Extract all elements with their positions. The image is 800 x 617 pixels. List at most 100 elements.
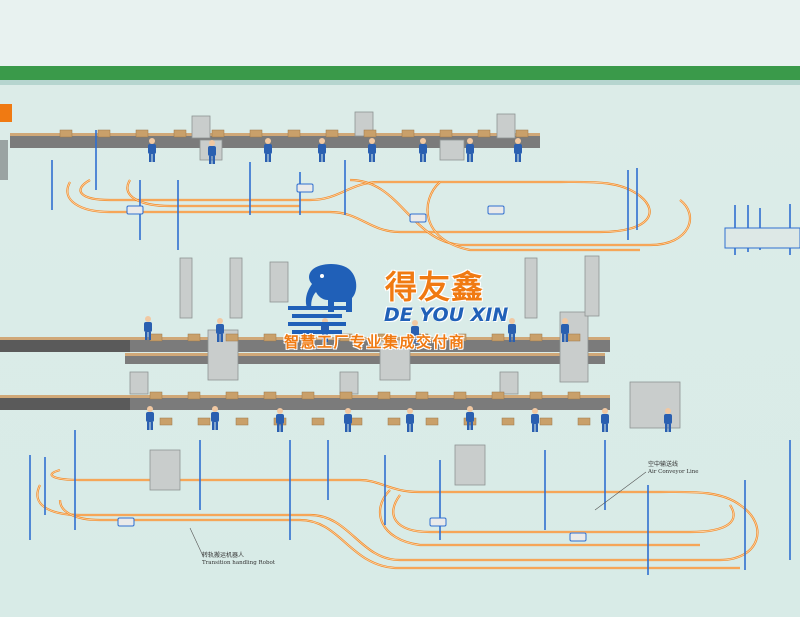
worker-leg-right-7 (518, 154, 521, 162)
cardboard-box-3-236 (235, 417, 249, 426)
cardboard-box-2-568 (567, 391, 581, 400)
cardboard-box-2-188 (187, 391, 201, 400)
conveyor-belt-3 (125, 356, 605, 364)
transition-robot-label-en: Transition handling Robot (202, 559, 275, 566)
cardboard-box-3-578 (577, 417, 591, 426)
machine-2 (496, 113, 516, 139)
worker-leg-left-14 (147, 422, 150, 430)
cardboard-box-1-150 (149, 333, 163, 342)
worker-leg-left-7 (515, 154, 518, 162)
worker-leg-right-15 (215, 422, 218, 430)
machine-10 (339, 371, 359, 395)
agv-cart-5 (429, 517, 447, 527)
cardboard-box-0-516 (515, 129, 529, 138)
worker-body-13 (561, 324, 569, 334)
conveyor-dark-left-1 (0, 340, 130, 352)
worker-leg-right-12 (512, 334, 515, 342)
cardboard-box-2-264 (263, 391, 277, 400)
worker-leg-left-0 (149, 154, 152, 162)
worker-head-8 (145, 316, 151, 322)
machine-11 (499, 371, 519, 395)
worker-leg-right-17 (348, 424, 351, 432)
leader-line-air (594, 471, 647, 511)
cardboard-box-3-426 (425, 417, 439, 426)
orange-rail-inner-0 (67, 179, 651, 233)
cardboard-box-2-302 (301, 391, 315, 400)
logo (288, 264, 357, 334)
cardboard-box-0-440 (439, 129, 453, 138)
worker-head-2 (265, 138, 271, 144)
orange-rail-outer-6 (378, 489, 700, 547)
worker-leg-right-14 (150, 422, 153, 430)
cardboard-box-0-174 (173, 129, 187, 138)
brand-name-cn: 得友鑫 (385, 268, 485, 306)
worker-body-18 (406, 414, 414, 424)
worker-head-18 (407, 408, 413, 414)
cardboard-box-1-340 (339, 333, 353, 342)
brand-tagline: 智慧工厂专业集成交付商 (284, 333, 466, 351)
worker-body-20 (531, 414, 539, 424)
worker-leg-right-2 (268, 154, 271, 162)
worker-leg-right-10 (325, 334, 328, 342)
worker-head-1 (209, 140, 215, 146)
cardboard-box-3-198 (197, 417, 211, 426)
cardboard-box-2-150 (149, 391, 163, 400)
worker-body-11 (411, 326, 419, 336)
worker-leg-right-6 (470, 154, 473, 162)
orange-rail-inner-2 (349, 179, 691, 246)
cardboard-box-0-326 (325, 129, 339, 138)
machine-14 (454, 444, 486, 486)
leader-line-robot (189, 527, 204, 557)
worker-leg-right-5 (423, 154, 426, 162)
cardboard-box-3-540 (539, 417, 553, 426)
worker-head-22 (665, 408, 671, 414)
worker-body-2 (264, 144, 272, 154)
worker-leg-right-16 (280, 424, 283, 432)
worker-body-19 (466, 412, 474, 422)
cardboard-box-1-264 (263, 333, 277, 342)
dynamic-layer (0, 104, 800, 575)
worker-leg-right-9 (220, 334, 223, 342)
logo-waves (288, 306, 346, 334)
worker-leg-left-3 (319, 154, 322, 162)
agv-cart-0 (126, 205, 144, 215)
worker-head-15 (212, 406, 218, 412)
cardboard-box-1-226 (225, 333, 239, 342)
worker-leg-right-20 (535, 424, 538, 432)
transition-robot-label-cn: 转轨搬运机器人 (202, 552, 245, 559)
cardboard-box-0-402 (401, 129, 415, 138)
transition-robot-label: 转轨搬运机器人 Transition handling Robot (202, 552, 292, 573)
orange-rail-inner-3 (427, 181, 640, 251)
air-conveyor-label: 空中输送线 Air Conveyor Line (648, 461, 738, 482)
worker-head-7 (515, 138, 521, 144)
cardboard-box-1-188 (187, 333, 201, 342)
orange-rail-inner-1 (127, 179, 300, 207)
cardboard-box-3-388 (387, 417, 401, 426)
worker-head-3 (319, 138, 325, 144)
worker-leg-right-21 (605, 424, 608, 432)
cardboard-box-1-492 (491, 333, 505, 342)
worker-body-15 (211, 412, 219, 422)
worker-leg-left-8 (145, 332, 148, 340)
worker-head-12 (509, 318, 515, 324)
machine-15 (584, 255, 600, 317)
rack-left (0, 140, 8, 180)
cardboard-box-0-212 (211, 129, 225, 138)
agv-cart-3 (487, 205, 505, 215)
worker-leg-right-19 (470, 422, 473, 430)
machine-9 (129, 371, 149, 395)
worker-body-16 (276, 414, 284, 424)
cardboard-box-0-478 (477, 129, 491, 138)
worker-leg-right-3 (322, 154, 325, 162)
worker-head-5 (420, 138, 426, 144)
cardboard-box-2-416 (415, 391, 429, 400)
worker-leg-right-8 (148, 332, 151, 340)
worker-leg-left-13 (562, 334, 565, 342)
worker-body-1 (208, 146, 216, 156)
worker-head-13 (562, 318, 568, 324)
worker-leg-left-15 (212, 422, 215, 430)
air-conveyor-label-en: Air Conveyor Line (648, 468, 699, 475)
wall-stripe (0, 66, 800, 80)
